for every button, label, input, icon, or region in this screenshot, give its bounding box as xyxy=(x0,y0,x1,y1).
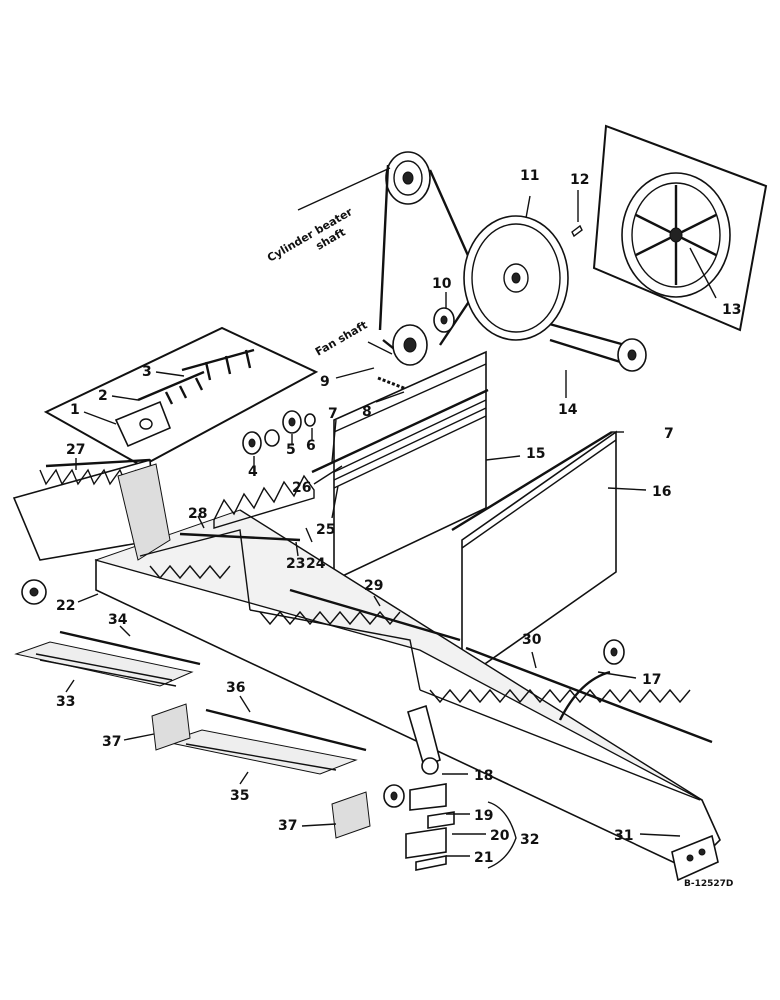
callout-2: 2 xyxy=(98,388,108,404)
fan-shaft-text: Fan shaft xyxy=(313,318,370,358)
callout-22: 22 xyxy=(56,598,75,614)
callout-24: 24 xyxy=(306,556,326,572)
leader-lines xyxy=(65,167,717,869)
callout-33: 33 xyxy=(56,694,75,710)
callout-9: 9 xyxy=(320,374,330,390)
sawtooth-strip-25 xyxy=(213,474,315,529)
drawing-code: B-12527D xyxy=(684,879,733,889)
sieve-33 xyxy=(14,641,194,687)
callout-6: 6 xyxy=(306,438,316,454)
cylinder-beater-shaft-label: Cylinder beater shaft xyxy=(265,205,355,265)
rod-34 xyxy=(59,630,201,666)
callout-16: 16 xyxy=(652,484,671,500)
hub-10 xyxy=(433,307,455,333)
callout-5: 5 xyxy=(286,442,296,458)
callout-11: 11 xyxy=(520,168,539,184)
rod-7-upper xyxy=(311,388,489,474)
callout-18: 18 xyxy=(474,768,493,784)
callout-29: 29 xyxy=(364,578,383,594)
rod-30 xyxy=(465,646,713,744)
side-panel-16 xyxy=(461,430,617,682)
inset-box-1-3 xyxy=(43,326,319,468)
callout-28: 28 xyxy=(188,506,207,522)
callout-20: 20 xyxy=(490,828,510,844)
callout-35: 35 xyxy=(230,788,249,804)
callouts: 1 2 3 4 5 6 7 7 8 9 10 11 12 13 14 15 16… xyxy=(56,168,741,866)
callout-4: 4 xyxy=(248,464,258,480)
callout-37a: 37 xyxy=(102,734,121,750)
rod-27 xyxy=(45,458,151,468)
rod-28 xyxy=(179,532,301,542)
rod-29 xyxy=(289,588,461,642)
inset-pulley-13 xyxy=(592,124,768,332)
callout-8: 8 xyxy=(362,404,372,420)
chute-assembly xyxy=(12,458,721,882)
callout-7a: 7 xyxy=(328,406,338,422)
callout-12: 12 xyxy=(570,172,589,188)
tube-17 xyxy=(558,670,611,721)
bearing-17 xyxy=(603,639,625,665)
large-pulley-11 xyxy=(463,215,569,341)
sieve-35 xyxy=(164,729,358,775)
callout-25: 25 xyxy=(316,522,335,538)
callout-26: 26 xyxy=(292,480,311,496)
cylinder-beater-pulley xyxy=(385,151,431,205)
hardware-4-5-6 xyxy=(242,410,316,455)
callout-37b: 37 xyxy=(278,818,297,834)
callout-21: 21 xyxy=(474,850,493,866)
callout-17: 17 xyxy=(642,672,661,688)
callout-34: 34 xyxy=(108,612,128,628)
callout-1: 1 xyxy=(70,402,80,418)
rod-7-right xyxy=(451,430,613,532)
grille-37-upper xyxy=(151,703,191,751)
callout-3: 3 xyxy=(142,364,152,380)
callout-31: 31 xyxy=(614,828,633,844)
fan-shaft-pulley xyxy=(392,324,428,366)
callout-32: 32 xyxy=(520,832,539,848)
callout-10: 10 xyxy=(432,276,452,292)
callout-36: 36 xyxy=(226,680,245,696)
callout-23: 23 xyxy=(286,556,305,572)
grille-37-lower xyxy=(331,791,371,839)
callout-14: 14 xyxy=(558,402,578,418)
callout-30: 30 xyxy=(522,632,542,648)
callout-27: 27 xyxy=(66,442,85,458)
callout-19: 19 xyxy=(474,808,493,824)
key-12 xyxy=(571,224,583,238)
idler-pulley xyxy=(617,338,647,372)
rod-36 xyxy=(205,708,367,752)
plates-19-20-21 xyxy=(405,783,455,871)
bearing-left xyxy=(21,579,47,605)
callout-7b: 7 xyxy=(664,426,674,442)
callout-13: 13 xyxy=(722,302,741,318)
fan-shaft-label: Fan shaft xyxy=(313,318,370,358)
bracket-18 xyxy=(383,704,441,808)
callout-15: 15 xyxy=(526,446,545,462)
